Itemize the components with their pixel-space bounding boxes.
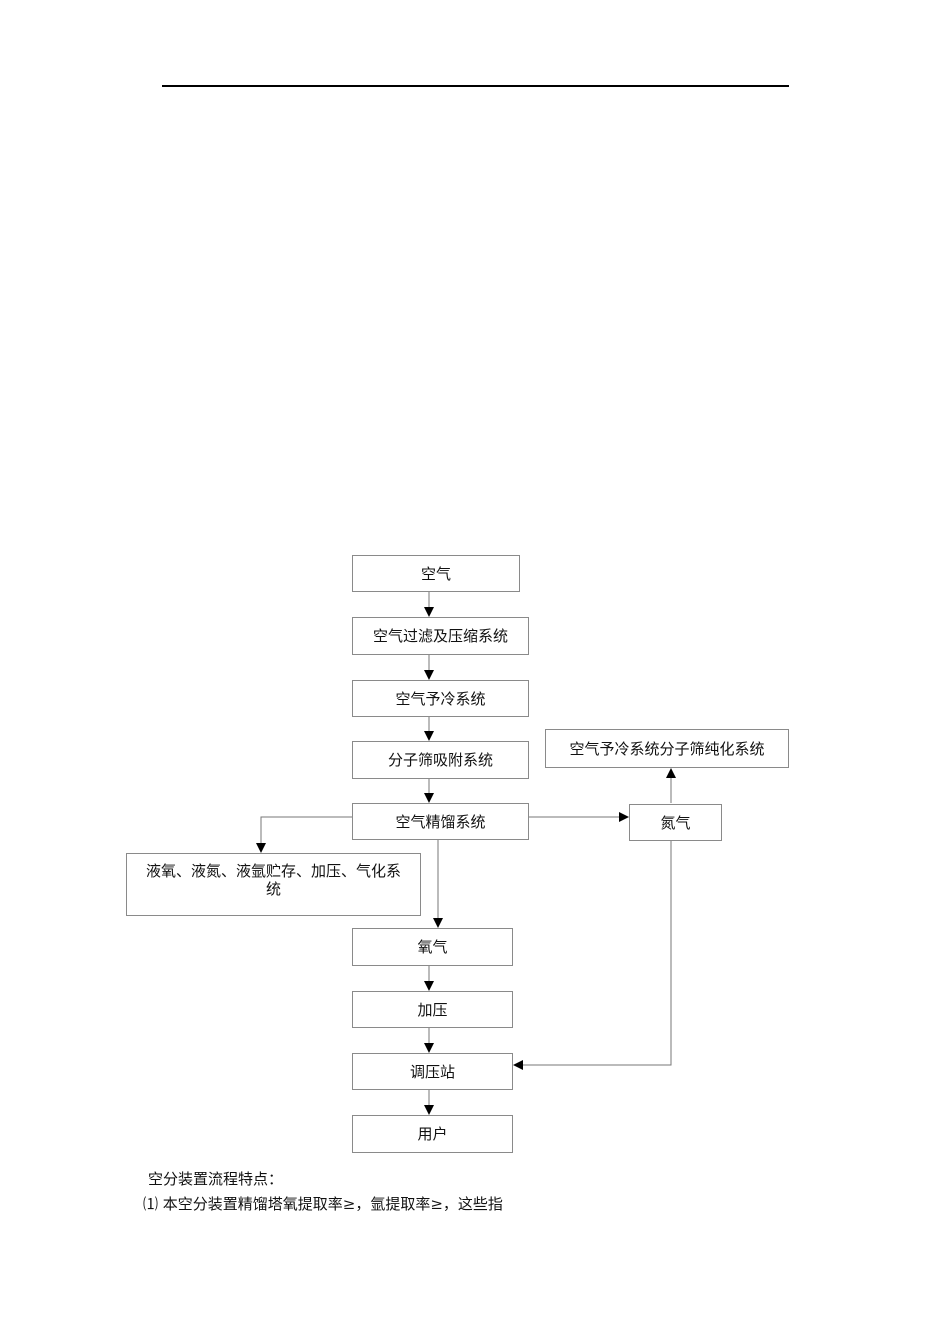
node-precool: 空气予冷系统: [352, 680, 529, 717]
node-regulating-station: 调压站: [352, 1053, 513, 1090]
node-user: 用户: [352, 1115, 513, 1153]
node-liquid-storage: 液氧、液氮、液氩贮存、加压、气化系统: [126, 853, 421, 916]
node-mol-sieve: 分子筛吸附系统: [352, 741, 529, 779]
node-nitrogen-use: 空气予冷系统分子筛纯化系统: [545, 729, 789, 768]
arrow-rectification-to-storage: [256, 816, 353, 853]
node-rectification: 空气精馏系统: [352, 803, 529, 840]
node-pressurize: 加压: [352, 991, 513, 1028]
node-nitrogen: 氮气: [629, 804, 722, 841]
arrow-nitrogen-to-station: [513, 841, 672, 1070]
node-filter-compress: 空气过滤及压缩系统: [352, 617, 529, 655]
header-rule: [162, 85, 789, 87]
node-air: 空气: [352, 555, 520, 592]
features-item-1: ⑴ 本空分装置精馏塔氧提取率≥，氩提取率≥，这些指: [143, 1195, 503, 1213]
node-oxygen: 氧气: [352, 928, 513, 966]
features-heading: 空分装置流程特点：: [148, 1170, 284, 1188]
